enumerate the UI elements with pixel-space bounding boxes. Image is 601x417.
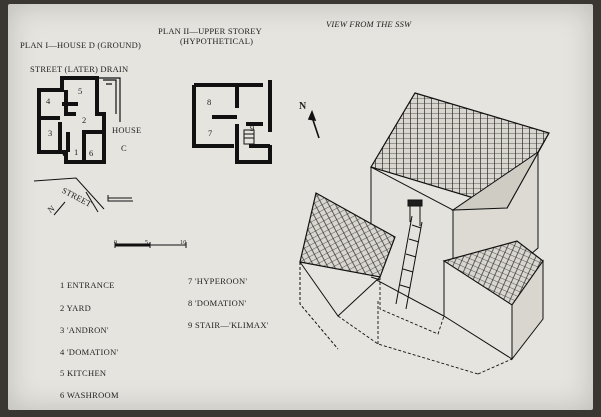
illustration-svg (33, 76, 550, 375)
plan1-north-arrow (53, 201, 66, 216)
room-7-label: 7 (208, 128, 213, 138)
legend-entrance: 1 ENTRANCE (60, 280, 115, 290)
room-2-label: 2 (82, 115, 87, 125)
scale-tick-5: 5 (145, 240, 149, 246)
view-north-label: N (299, 101, 307, 112)
room-3-label: 3 (48, 128, 53, 138)
right-wing-side-wall (511, 259, 544, 361)
plan2-heading: PLAN II—UPPER STOREY (158, 26, 262, 36)
legend-domation-upper: 8 'DOMATION' (188, 298, 247, 308)
legend-andron: 3 'ANDRON' (60, 325, 109, 335)
legend-washroom: 6 WASHROOM (60, 390, 119, 400)
legend-kitchen: 5 KITCHEN (60, 368, 107, 378)
legend-domation: 4 'DOMATION' (60, 347, 119, 357)
room-6-label: 6 (89, 148, 94, 158)
room-8-label: 8 (207, 97, 212, 107)
plan1-heading: PLAN I—HOUSE D (GROUND) (20, 40, 141, 50)
legend-yard: 2 YARD (60, 303, 92, 313)
view-north-arrow (307, 109, 320, 139)
legend-hyperoon: 7 'HYPEROON' (188, 276, 248, 286)
scale-tick-10: 10 (180, 240, 187, 246)
room-9-label: 9 (250, 123, 255, 133)
isometric-view (299, 92, 550, 375)
plan1-drain (97, 77, 121, 122)
book-page: PLAN I—HOUSE D (GROUND) PLAN II—UPPER ST… (8, 4, 593, 410)
scale-bar (114, 242, 187, 248)
plan2-upper-storey (192, 80, 272, 164)
plan1-entrance-dot (62, 151, 68, 157)
view-heading: VIEW FROM THE SSW (326, 19, 412, 29)
plan1-ground-floor (37, 76, 106, 164)
house-c-label: HOUSE (112, 125, 142, 135)
legend-stair: 9 STAIR—'KLIMAX' (188, 320, 269, 330)
left-wing-roof (299, 192, 396, 278)
plan2-subheading: (HYPOTHETICAL) (180, 36, 254, 46)
courtyard-outline (337, 277, 513, 375)
house-c-letter: C (121, 143, 127, 153)
room-1-label: 1 (74, 147, 79, 157)
room-5-label: 5 (78, 86, 83, 96)
plan1-street (33, 177, 133, 213)
plan2-balcony (243, 129, 255, 145)
stair-climax (395, 199, 423, 310)
room-4-label: 4 (46, 96, 51, 106)
street-drain-label: STREET (LATER) DRAIN (30, 64, 129, 74)
